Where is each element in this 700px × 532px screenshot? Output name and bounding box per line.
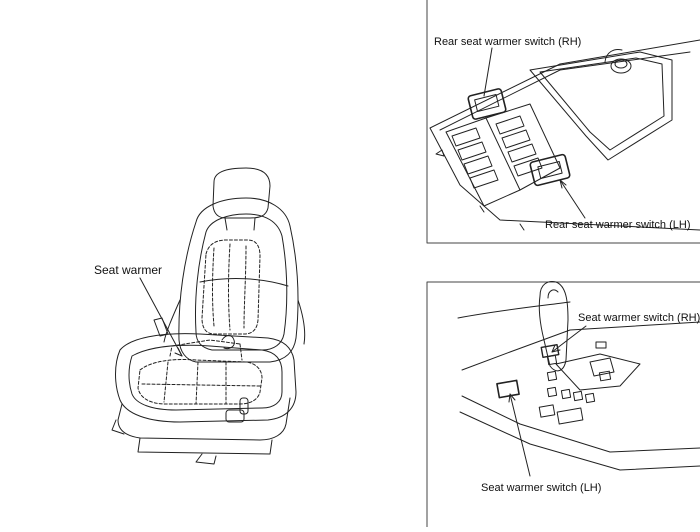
front-rh-leader [552, 326, 586, 352]
front-lh-leader [510, 394, 530, 476]
cushion-warmer-element [138, 359, 262, 404]
shift-lever [539, 282, 568, 371]
front-panel [427, 282, 700, 527]
seat-switch-2 [240, 398, 248, 414]
seat-switch-1 [226, 410, 244, 422]
rear-rh-leader [484, 48, 492, 96]
warmer-connector [222, 336, 234, 349]
rear-lh-leader [560, 180, 585, 218]
front-switch-bank [539, 355, 594, 424]
rear-panel-frame [427, 0, 700, 243]
seat-base [118, 398, 290, 440]
seat-illustration [112, 168, 305, 464]
seat-warmer-leader [140, 278, 182, 356]
seat-cushion [116, 334, 297, 422]
front-switch-rh [541, 345, 558, 358]
front-switch-lh-label: Seat warmer switch (LH) [481, 482, 602, 494]
seat-headrest [213, 168, 270, 218]
backrest-warmer-element [202, 240, 260, 334]
front-panel-frame [427, 282, 700, 527]
rear-panel [427, 0, 700, 243]
front-switch-rh-label: Seat warmer switch (RH) [578, 312, 700, 324]
seat-back [179, 198, 298, 362]
rear-switch-rh-label: Rear seat warmer switch (RH) [434, 36, 582, 48]
rear-switch-lh-label: Rear seat warmer switch (LH) [545, 219, 691, 231]
rear-switch-rh [468, 88, 507, 120]
front-switch-lh [497, 380, 519, 397]
rear-switch-lh [530, 154, 571, 186]
seat-warmer-label: Seat warmer [94, 263, 163, 277]
